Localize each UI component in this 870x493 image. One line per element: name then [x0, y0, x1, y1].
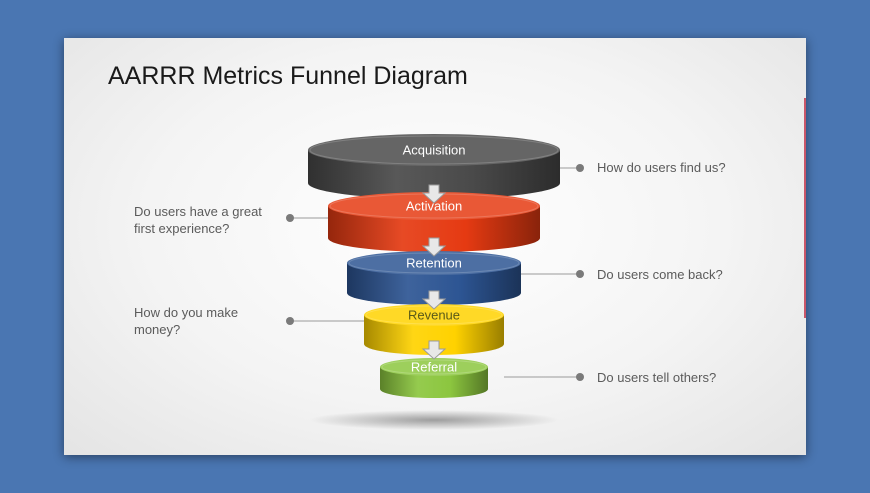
- stage-label-referral: Referral: [410, 359, 458, 375]
- funnel-stage-activation: [328, 192, 540, 252]
- stage-label-activation: Activation: [405, 198, 463, 214]
- slide-title: AARRR Metrics Funnel Diagram: [108, 62, 468, 90]
- down-arrow-icon: [421, 290, 447, 310]
- down-arrow-icon: [421, 340, 447, 360]
- slide: AARRR Metrics Funnel Diagram Acquisition…: [64, 38, 806, 455]
- bullet-dot-icon: [576, 270, 584, 278]
- bullet-dot-icon: [286, 317, 294, 325]
- question-activation: Do users have a great first experience?: [134, 204, 262, 236]
- funnel-stage-acquisition: [308, 134, 560, 199]
- bullet-dot-icon: [576, 164, 584, 172]
- question-revenue: How do you make money?: [134, 305, 239, 337]
- stage-top: [364, 304, 504, 326]
- slide-edge-accent: [804, 98, 806, 318]
- question-referral: Do users tell others?: [597, 370, 717, 385]
- stage-label-acquisition: Acquisition: [402, 142, 466, 158]
- down-arrow-icon: [421, 184, 447, 204]
- bullet-dot-icon: [576, 373, 584, 381]
- funnel-stage-revenue: [364, 304, 504, 355]
- stage-top: [380, 358, 488, 376]
- stage-top: [347, 251, 521, 275]
- stage-label-retention: Retention: [406, 255, 462, 271]
- bullet-dot-icon: [286, 214, 294, 222]
- down-arrow-icon: [421, 237, 447, 257]
- stage-top: [308, 134, 560, 166]
- stage-body: [364, 315, 504, 355]
- funnel-stage-referral: [380, 358, 488, 398]
- stage-body: [347, 263, 521, 305]
- question-acquisition: How do users find us?: [597, 160, 726, 175]
- funnel-shadow: [309, 410, 559, 430]
- question-retention: Do users come back?: [597, 267, 723, 282]
- funnel-diagram: [286, 134, 584, 430]
- stage-top: [328, 192, 540, 220]
- stage-label-revenue: Revenue: [407, 307, 461, 323]
